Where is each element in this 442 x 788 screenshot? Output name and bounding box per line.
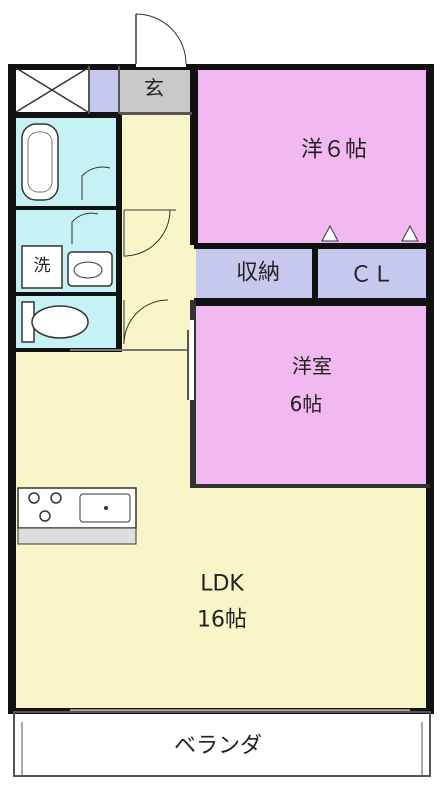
label-closet: ＣＬ: [350, 263, 394, 288]
label-bedroom-a: 洋６帖: [301, 138, 367, 163]
wall-bedroom-b-bottom: [194, 484, 430, 488]
label-washroom: 洗: [34, 256, 51, 276]
wash-basin: [67, 251, 113, 287]
bath-door-swing: [81, 166, 111, 200]
closet-door-marker: [401, 224, 419, 242]
label-ldk-size: 16帖: [197, 608, 247, 633]
closet: [318, 245, 430, 301]
toilet-door-swing: [123, 299, 169, 345]
bathtub-inner: [27, 131, 53, 193]
wall-genkan-step: [120, 112, 192, 115]
storage: [196, 245, 314, 301]
label-bedroom-b-size: 6帖: [290, 392, 323, 416]
kitchen-counter-front: [17, 527, 137, 545]
shoe-closet: [90, 66, 118, 114]
wall-pipe-space: [88, 66, 90, 114]
wall-wet-right: [116, 112, 122, 352]
wall-wet-top: [12, 112, 120, 118]
kitchen-sink: [79, 493, 131, 523]
wall-storage-bottom: [194, 298, 430, 306]
wall-wash-bottom: [12, 292, 122, 296]
bathtub: [21, 123, 59, 201]
toilet-bowl: [31, 305, 89, 339]
washing-machine: [21, 245, 63, 289]
stove-burner: [28, 492, 40, 504]
hall-door-swing: [123, 209, 171, 257]
wall-right: [426, 64, 434, 714]
balcony-railing: [13, 711, 431, 777]
wall-bath-bottom: [12, 206, 122, 210]
stove-burner: [50, 492, 62, 504]
wash-basin-bowl: [73, 261, 103, 279]
label-bedroom-b-name: 洋室: [292, 354, 332, 378]
wall-genkan-left: [118, 66, 120, 114]
entrance-door-swing: [135, 13, 187, 65]
balcony: [14, 712, 430, 776]
wall-top: [12, 64, 430, 70]
kitchen-sink-drain: [104, 506, 108, 510]
pipe-space-cross: [15, 67, 89, 113]
label-ldk-name: LDK: [200, 572, 244, 597]
wash-door-swing: [71, 212, 99, 244]
genkan: [120, 66, 194, 114]
label-genkan: 玄: [144, 76, 164, 100]
stove-burner: [39, 510, 51, 522]
wall-toilet-bottom: [12, 348, 122, 352]
label-storage: 収納: [236, 261, 280, 286]
label-balcony: ベランダ: [174, 734, 262, 759]
bedroom-a: [196, 66, 430, 245]
bedroom-b: [196, 306, 430, 485]
closet-door-marker: [321, 224, 339, 242]
wall-left: [8, 64, 16, 714]
wall-storage-divider: [312, 245, 318, 301]
wall-bedroom-a-left: [190, 64, 198, 245]
